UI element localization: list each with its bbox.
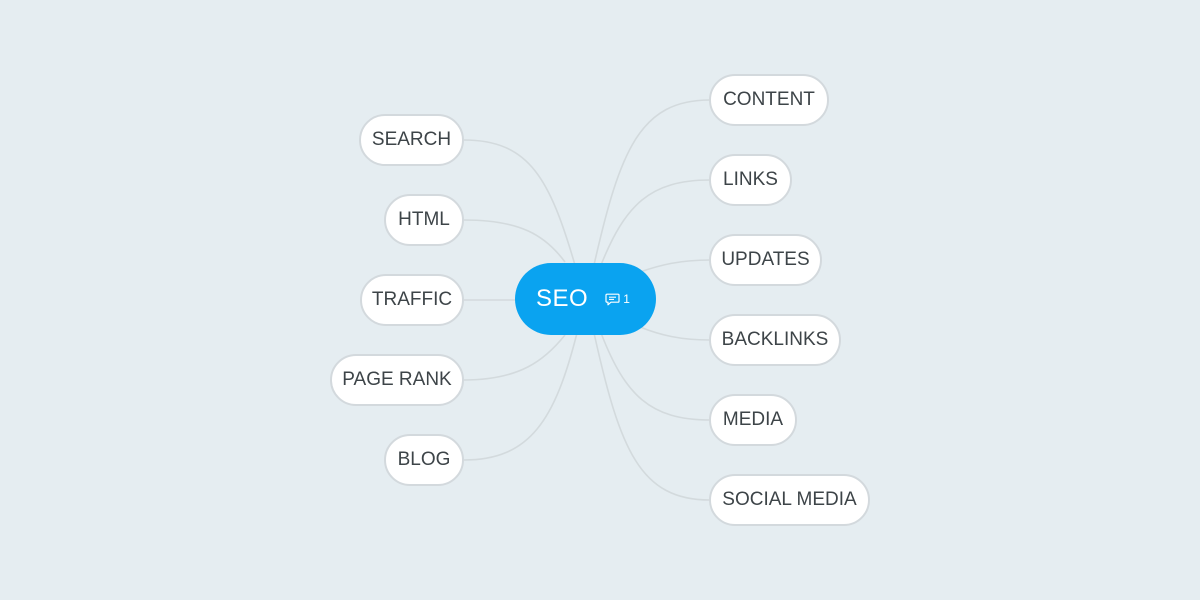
node-links[interactable]: LINKS	[709, 154, 792, 206]
connector-html	[463, 219, 566, 263]
node-backlinks[interactable]: BACKLINKS	[709, 314, 841, 366]
connector-backlinks	[639, 326, 711, 341]
node-social-media[interactable]: SOCIAL MEDIA	[709, 474, 870, 526]
comment-indicator[interactable]: 1	[605, 292, 630, 306]
node-html[interactable]: HTML	[384, 194, 464, 246]
connector-media	[600, 332, 711, 421]
node-content[interactable]: CONTENT	[709, 74, 829, 126]
connector-blog	[463, 332, 578, 461]
node-media[interactable]: MEDIA	[709, 394, 797, 446]
connector-search	[463, 139, 576, 266]
connector-page-rank	[463, 334, 566, 381]
connector-content	[593, 99, 711, 266]
connector-social-media	[593, 332, 711, 501]
node-search[interactable]: SEARCH	[359, 114, 464, 166]
node-traffic[interactable]: TRAFFIC	[360, 274, 464, 326]
root-label: SEO	[536, 285, 589, 312]
node-page-rank[interactable]: PAGE RANK	[330, 354, 464, 406]
connector-links	[600, 179, 711, 266]
node-blog[interactable]: BLOG	[384, 434, 464, 486]
root-node-seo[interactable]: SEO 1	[515, 263, 656, 335]
connector-updates	[639, 259, 711, 273]
comment-count: 1	[623, 292, 630, 306]
comment-icon	[605, 293, 620, 305]
node-updates[interactable]: UPDATES	[709, 234, 822, 286]
